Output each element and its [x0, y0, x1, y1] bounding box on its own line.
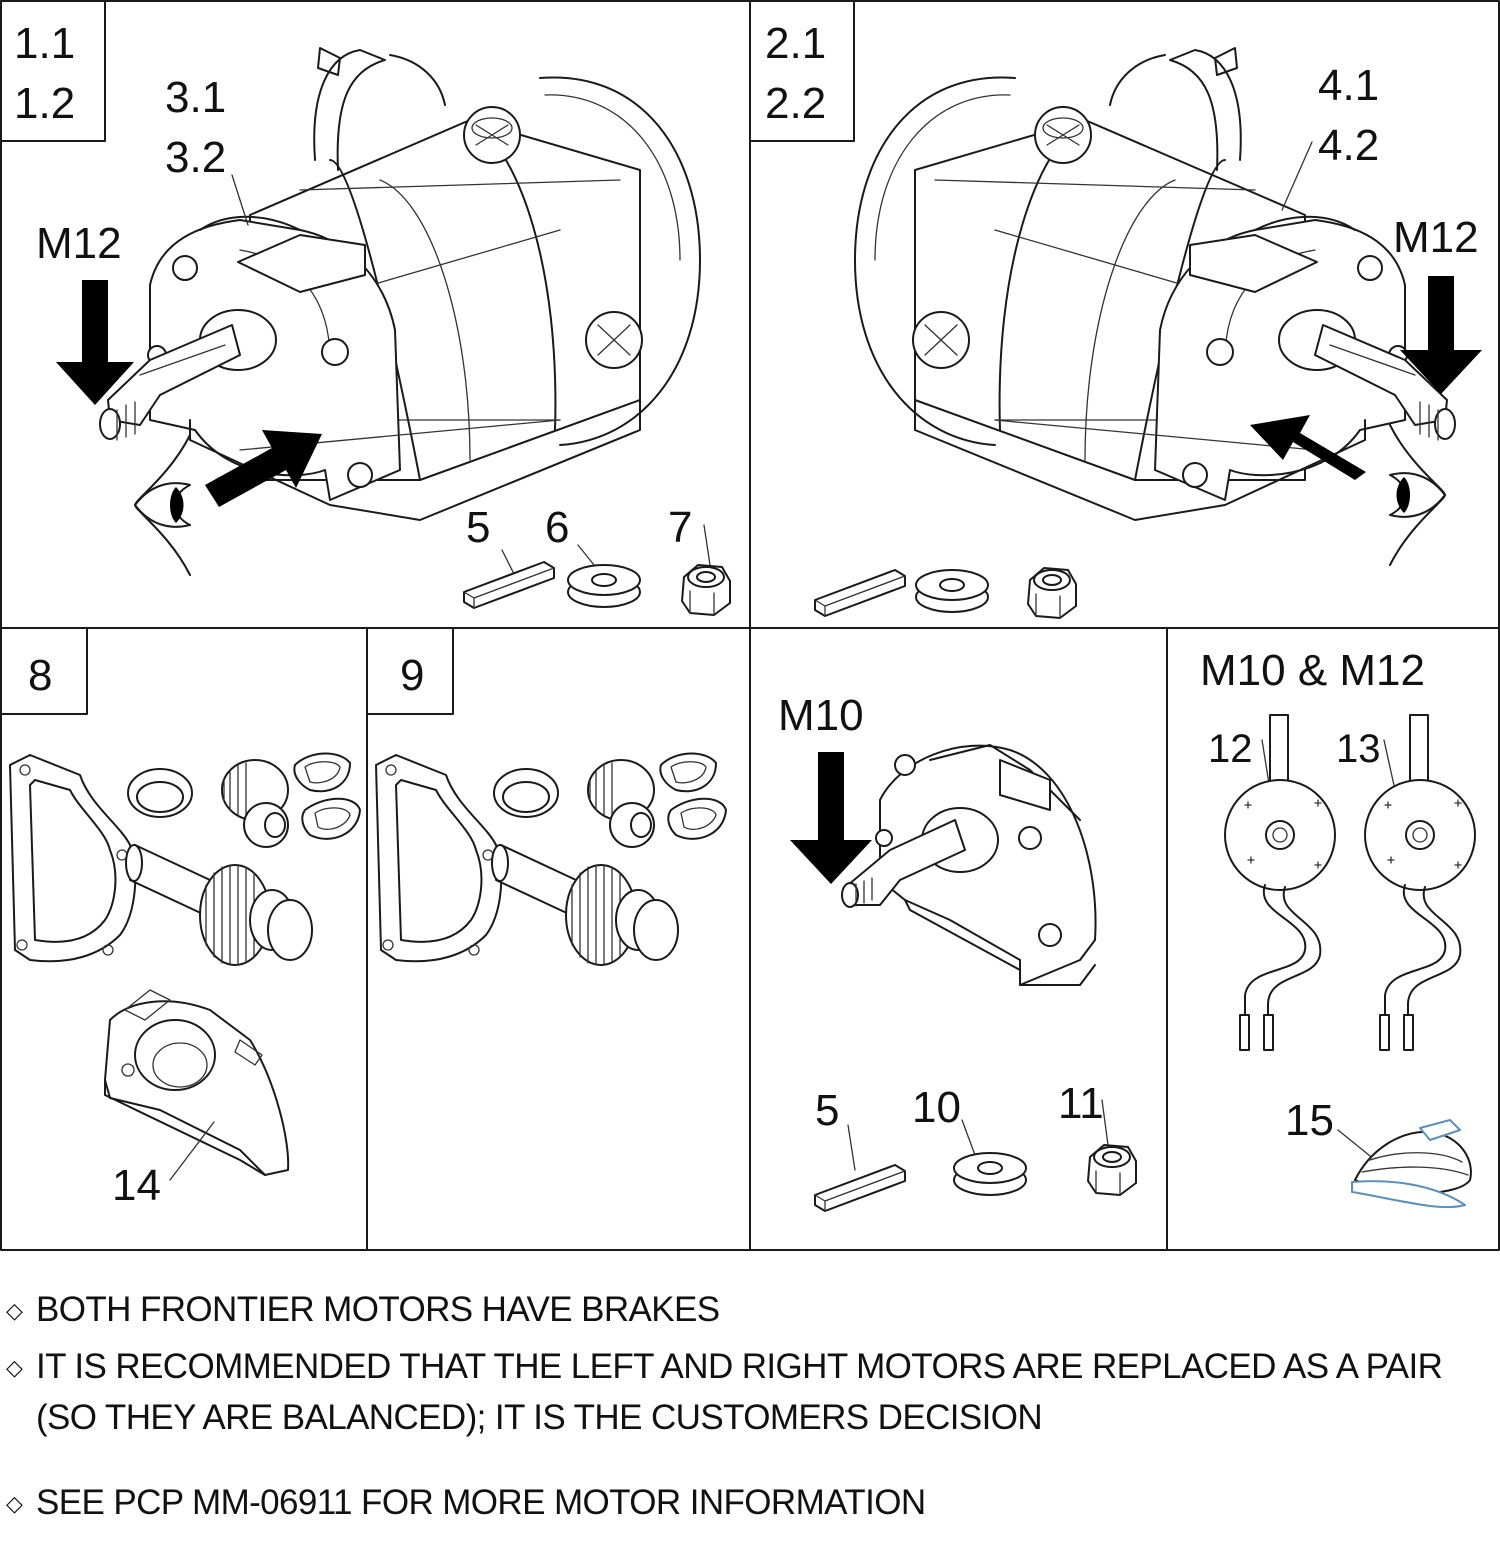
arrow-down-icon: [56, 280, 134, 405]
washer-part: [915, 569, 989, 613]
brake-disc-b: [1364, 714, 1476, 1051]
nut-part: [1087, 1144, 1137, 1196]
view-eye-icon: [1389, 424, 1446, 566]
callout-6: 6: [545, 503, 569, 552]
panel-8: 8 14: [0, 627, 361, 1210]
diamond-bullet-icon: ◇: [6, 1491, 23, 1516]
panel-2: 2.1 2.2 4.1 4.2 M12: [749, 0, 1482, 619]
key-part: [463, 561, 555, 609]
diamond-bullet-icon: ◇: [6, 1298, 23, 1323]
thread-label-m12-right: M12: [1393, 213, 1479, 262]
motor-right: [854, 47, 1456, 521]
note-text: SEE PCP MM-06911 FOR MORE MOTOR INFORMAT…: [36, 1483, 926, 1522]
panel-2-label-a: 2.1: [765, 19, 826, 68]
callout-4-2: 4.2: [1318, 121, 1379, 170]
panel-1-id-box: [0, 0, 106, 142]
washer-part: [953, 1152, 1027, 1196]
nut-part: [1027, 567, 1077, 619]
arrow-down-icon: [1400, 276, 1482, 394]
note-text: (SO THEY ARE BALANCED); IT IS THE CUSTOM…: [36, 1398, 1043, 1437]
callout-15: 15: [1285, 1096, 1334, 1145]
diamond-bullet-icon: ◇: [6, 1355, 23, 1380]
callout-3-1: 3.1: [165, 73, 226, 122]
panel-9: 9: [366, 627, 727, 966]
callout-3-2: 3.2: [165, 133, 226, 182]
arrow-down-icon: [790, 752, 872, 884]
panel-1: 1.1 1.2 3.1 3.2 M12 5 6 7: [0, 0, 731, 616]
callout-4-1: 4.1: [1318, 61, 1379, 110]
gearbox-end-m10: [841, 744, 1097, 986]
arrow-diagonal-icon: [1250, 415, 1366, 480]
panel-9-id-box: [366, 627, 454, 715]
panel-8-id-box: [0, 627, 88, 715]
panel-8-label: 8: [28, 651, 52, 700]
panel-brakes: M10 & M12 12 13 15: [1200, 646, 1476, 1209]
gear-kit: [9, 752, 361, 966]
callout-12: 12: [1208, 727, 1253, 771]
thread-label-m10: M10: [778, 691, 864, 740]
nut-part: [681, 564, 731, 616]
callout-10: 10: [912, 1083, 961, 1132]
callout-11: 11: [1058, 1079, 1104, 1128]
panel-2-id-box: [749, 0, 855, 142]
protective-cap: [1351, 1119, 1472, 1209]
panel-m10: M10 5 10 11: [778, 691, 1137, 1212]
callout-14: 14: [112, 1161, 161, 1210]
callout-5-m10: 5: [815, 1086, 839, 1135]
callout-13: 13: [1336, 727, 1381, 771]
panel-2-label-b: 2.2: [765, 79, 826, 128]
note-text: IT IS RECOMMENDED THAT THE LEFT AND RIGH…: [36, 1347, 1443, 1386]
panel-brakes-title: M10 & M12: [1200, 646, 1425, 695]
key-part: [814, 1164, 906, 1212]
panel-1-label-a: 1.1: [14, 19, 75, 68]
gear-kit: [375, 752, 727, 966]
callout-7: 7: [668, 503, 692, 552]
key-part: [814, 569, 906, 617]
washer-part: [567, 564, 641, 608]
panel-9-label: 9: [400, 651, 424, 700]
gearbox-cover: [104, 989, 290, 1176]
view-eye-icon: [134, 434, 191, 576]
thread-label-m12-left: M12: [36, 219, 122, 268]
arrow-diagonal-icon: [205, 430, 322, 507]
callout-5: 5: [466, 503, 490, 552]
note-text: BOTH FRONTIER MOTORS HAVE BRAKES: [36, 1290, 720, 1329]
panel-1-label-b: 1.2: [14, 79, 75, 128]
